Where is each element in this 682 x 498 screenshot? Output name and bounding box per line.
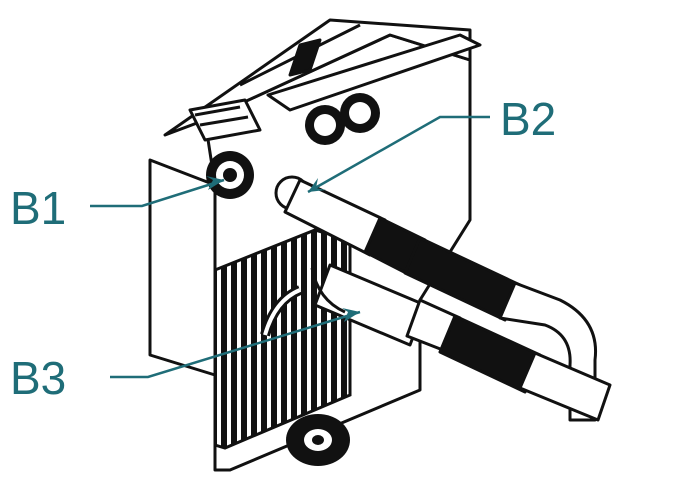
upper-sockets <box>305 93 380 145</box>
label-b1: B1 <box>10 182 66 234</box>
callout-line-b2 <box>307 115 490 194</box>
label-b3: B3 <box>10 352 66 404</box>
wheel <box>286 414 350 466</box>
callout-line-b3 <box>110 310 361 379</box>
callout-arrowheads <box>206 176 360 322</box>
label-b2: B2 <box>500 93 556 145</box>
callout-line-b1 <box>90 178 225 208</box>
b3-hose <box>260 263 612 422</box>
b1-connector <box>206 151 254 199</box>
arrowhead-b2 <box>308 178 326 192</box>
arrowhead-b3 <box>342 308 360 322</box>
callout-lines <box>90 115 490 379</box>
arrowhead-b1 <box>206 176 224 190</box>
